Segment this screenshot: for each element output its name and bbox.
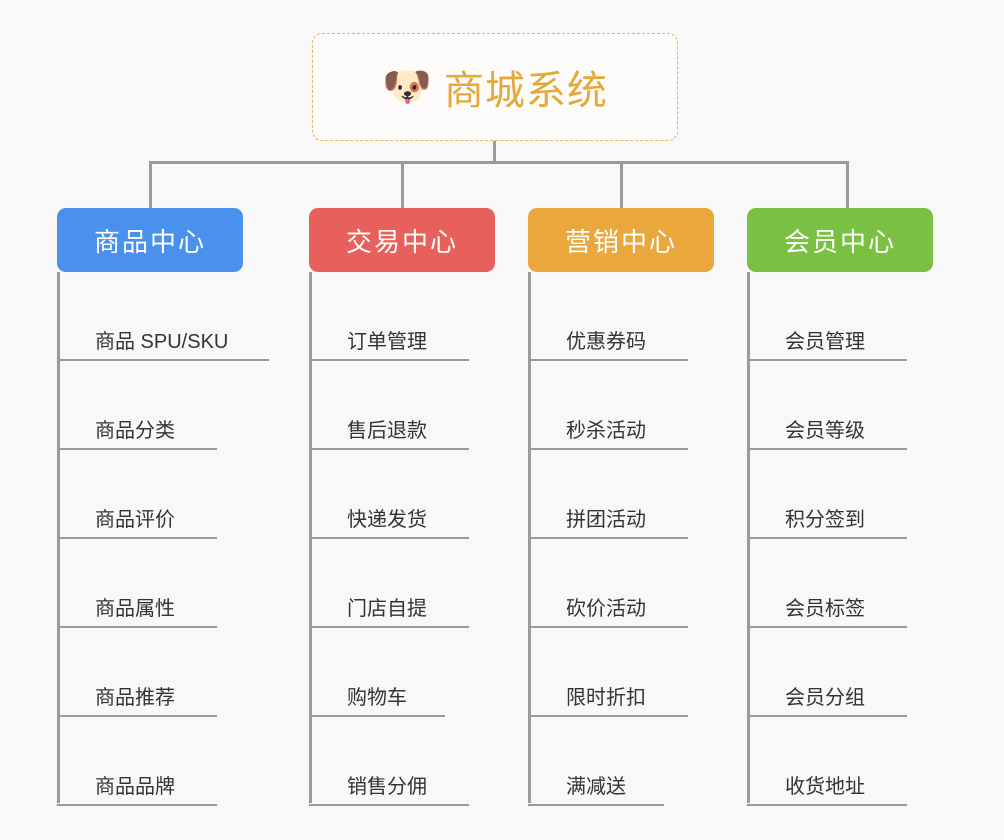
- leaf-label: 优惠券码: [566, 331, 646, 353]
- leaf-label: 秒杀活动: [566, 420, 646, 442]
- leaf-label: 会员分组: [785, 687, 865, 709]
- leaf-label: 满减送: [566, 776, 626, 798]
- leaf-item[interactable]: 会员等级: [747, 361, 933, 450]
- leaf-label: 会员管理: [785, 331, 865, 353]
- leaf-item[interactable]: 售后退款: [309, 361, 495, 450]
- branch-column-trade: 交易中心 订单管理 售后退款 快递发货 门店自提 购物车 销售分佣: [309, 208, 495, 806]
- leaf-label: 会员标签: [785, 598, 865, 620]
- leaf-item[interactable]: 限时折扣: [528, 628, 714, 717]
- leaf-item[interactable]: 砍价活动: [528, 539, 714, 628]
- leaf-list-product: 商品 SPU/SKU 商品分类 商品评价 商品属性 商品推荐 商品品牌: [57, 272, 269, 806]
- leaf-label: 销售分佣: [347, 776, 427, 798]
- leaf-item[interactable]: 快递发货: [309, 450, 495, 539]
- leaf-item[interactable]: 会员管理: [747, 272, 933, 361]
- branch-card-member[interactable]: 会员中心: [747, 208, 933, 272]
- leaf-label: 会员等级: [785, 420, 865, 442]
- leaf-list-member: 会员管理 会员等级 积分签到 会员标签 会员分组 收货地址: [747, 272, 933, 806]
- leaf-label: 收货地址: [785, 776, 865, 798]
- leaf-list-marketing: 优惠券码 秒杀活动 拼团活动 砍价活动 限时折扣 满减送: [528, 272, 714, 806]
- leaf-label: 限时折扣: [566, 687, 646, 709]
- leaf-label: 商品推荐: [95, 687, 175, 709]
- leaf-label: 商品分类: [95, 420, 175, 442]
- leaf-label: 购物车: [347, 687, 407, 709]
- leaf-item[interactable]: 商品推荐: [57, 628, 243, 717]
- leaf-item[interactable]: 购物车: [309, 628, 495, 717]
- leaf-item[interactable]: 会员标签: [747, 539, 933, 628]
- leaf-item[interactable]: 会员分组: [747, 628, 933, 717]
- leaf-item[interactable]: 订单管理: [309, 272, 495, 361]
- leaf-item[interactable]: 商品评价: [57, 450, 243, 539]
- shiba-dog-face-icon: 🐶: [382, 65, 432, 109]
- branch-column-marketing: 营销中心 优惠券码 秒杀活动 拼团活动 砍价活动 限时折扣 满减送: [528, 208, 714, 806]
- leaf-item[interactable]: 收货地址: [747, 717, 933, 806]
- leaf-item[interactable]: 销售分佣: [309, 717, 495, 806]
- leaf-label: 拼团活动: [566, 509, 646, 531]
- leaf-label: 门店自提: [347, 598, 427, 620]
- branch-card-label: 会员中心: [783, 226, 896, 257]
- leaf-item[interactable]: 满减送: [528, 717, 714, 806]
- branch-card-label: 营销中心: [564, 226, 677, 257]
- leaf-label: 售后退款: [347, 420, 427, 442]
- leaf-label: 积分签到: [785, 509, 865, 531]
- root-title: 商城系统: [443, 69, 608, 113]
- branch-card-label: 交易中心: [345, 226, 458, 257]
- leaf-item[interactable]: 积分签到: [747, 450, 933, 539]
- leaf-label: 砍价活动: [566, 598, 646, 620]
- leaf-label: 商品属性: [95, 598, 175, 620]
- branch-card-trade[interactable]: 交易中心: [309, 208, 495, 272]
- leaf-item[interactable]: 门店自提: [309, 539, 495, 628]
- leaf-label: 商品品牌: [95, 776, 175, 798]
- leaf-item[interactable]: 拼团活动: [528, 450, 714, 539]
- branch-column-product: 商品中心 商品 SPU/SKU 商品分类 商品评价 商品属性 商品推荐 商品品牌: [57, 208, 269, 806]
- leaf-label: 订单管理: [347, 331, 427, 353]
- leaf-item[interactable]: 商品属性: [57, 539, 243, 628]
- leaf-item[interactable]: 优惠券码: [528, 272, 714, 361]
- branch-card-marketing[interactable]: 营销中心: [528, 208, 714, 272]
- leaf-label: 商品 SPU/SKU: [95, 331, 229, 353]
- leaf-item[interactable]: 商品分类: [57, 361, 243, 450]
- leaf-item[interactable]: 商品 SPU/SKU: [57, 272, 269, 361]
- leaf-label: 快递发货: [347, 509, 427, 531]
- leaf-list-trade: 订单管理 售后退款 快递发货 门店自提 购物车 销售分佣: [309, 272, 495, 806]
- leaf-label: 商品评价: [95, 509, 175, 531]
- branch-card-label: 商品中心: [93, 226, 206, 257]
- root-node[interactable]: 🐶 商城系统: [312, 33, 678, 141]
- leaf-item[interactable]: 秒杀活动: [528, 361, 714, 450]
- leaf-item[interactable]: 商品品牌: [57, 717, 243, 806]
- branch-column-member: 会员中心 会员管理 会员等级 积分签到 会员标签 会员分组 收货地址: [747, 208, 933, 806]
- branch-card-product[interactable]: 商品中心: [57, 208, 243, 272]
